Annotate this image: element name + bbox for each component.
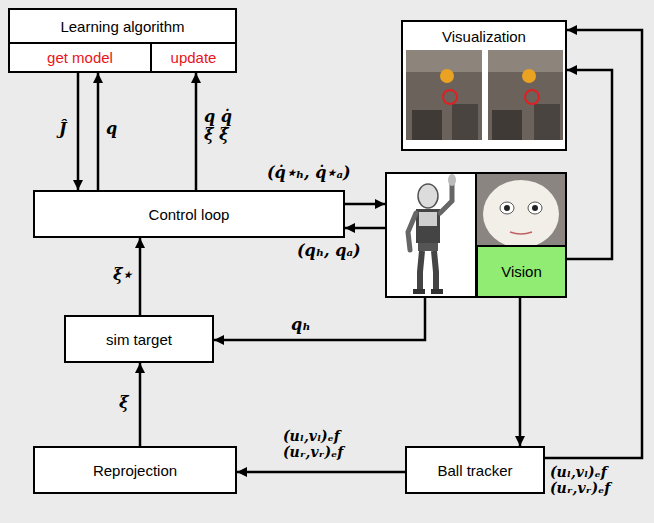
signal-label: (uₗ,vₗ)ₑf (uᵣ,vᵣ)ₑf <box>549 464 639 496</box>
node-label: get model <box>10 44 150 71</box>
connector <box>214 298 425 340</box>
vision-box: Vision <box>476 245 567 298</box>
node-label: sim target <box>66 317 212 361</box>
connector <box>97 73 100 190</box>
camera-image <box>406 50 482 140</box>
node-label: Control loop <box>35 192 343 236</box>
function-cell: get model <box>8 42 152 73</box>
signal-label: q <box>105 120 118 138</box>
connector <box>77 73 80 190</box>
signal-label: (q̇⋆ₕ, q̇⋆ₐ) <box>266 164 352 182</box>
module-box: Learning algorithmget modelupdate <box>8 8 237 73</box>
node-label: Ball tracker <box>407 448 543 492</box>
signal-label: Ĵ <box>58 120 68 138</box>
connector <box>139 238 142 315</box>
process-box: Reprojection <box>33 446 237 494</box>
node-label: update <box>152 44 235 71</box>
connector <box>139 363 142 446</box>
signal-label: (qₕ, qₐ) <box>296 242 362 260</box>
connector <box>567 70 612 259</box>
node-label: Visualization <box>403 22 565 50</box>
robot-panel: Vision <box>385 172 567 298</box>
signal-label: (uₗ,vₗ)ₑf (uᵣ,vᵣ)ₑf <box>282 428 364 460</box>
signal-label: qₕ <box>290 316 312 334</box>
panel-ground <box>385 172 567 298</box>
function-cell: update <box>150 42 237 73</box>
robot-face <box>476 172 567 248</box>
node-label: Reprojection <box>35 448 235 492</box>
node-label: Learning algorithm <box>10 10 235 42</box>
connector <box>545 30 642 458</box>
signal-label: q q̇ ξ ξ̇ <box>203 108 235 145</box>
connector <box>195 73 198 190</box>
signal-label: ξ <box>118 394 129 412</box>
robot-figure <box>408 174 456 294</box>
process-box: sim target <box>64 315 214 363</box>
signal-label: ξ⋆ <box>112 266 133 284</box>
connector <box>345 203 385 206</box>
connector <box>237 471 405 474</box>
camera-image <box>488 50 563 140</box>
node-label: Vision <box>478 247 565 296</box>
panel-ground <box>401 20 567 151</box>
connector <box>519 298 522 446</box>
connector <box>345 227 385 230</box>
process-box: Ball tracker <box>405 446 545 494</box>
process-box: Control loop <box>33 190 345 238</box>
visualization-panel: Visualization <box>401 20 567 151</box>
